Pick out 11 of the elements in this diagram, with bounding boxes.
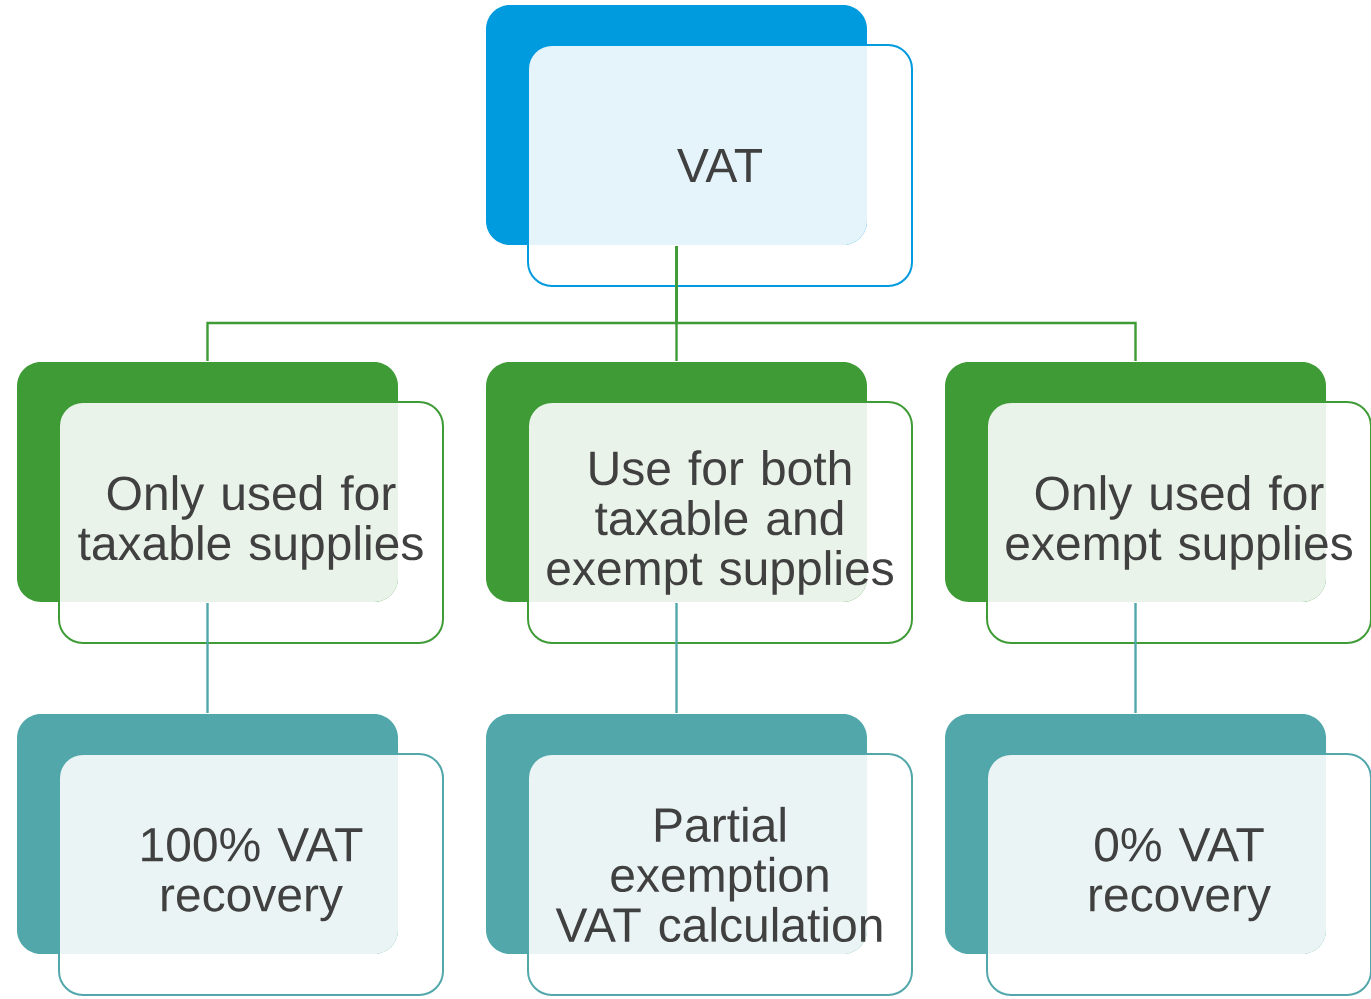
process-box: 0% VAT recovery bbox=[945, 714, 1371, 996]
process-box: Use for both taxable and exempt supplies bbox=[486, 362, 913, 644]
process-box: 100% VAT recovery bbox=[17, 714, 444, 996]
connector-line bbox=[675, 603, 678, 713]
process-box: Only used for taxable supplies bbox=[17, 362, 444, 644]
connector-line bbox=[206, 603, 209, 713]
process-box: Only used for exempt supplies bbox=[945, 362, 1371, 644]
process-box: VAT bbox=[486, 5, 913, 287]
process-box: Partial exemption VAT calculation bbox=[486, 714, 913, 996]
connector-line bbox=[675, 246, 1137, 361]
connector-line bbox=[1134, 603, 1137, 713]
